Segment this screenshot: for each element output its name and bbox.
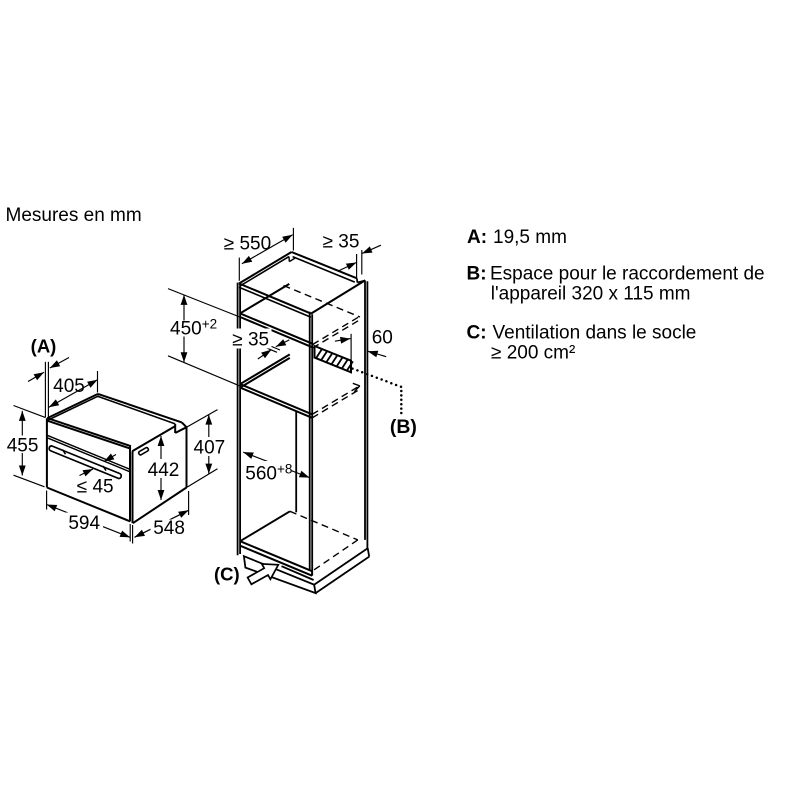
svg-text:A:: A: <box>467 227 487 248</box>
svg-text:407: 407 <box>194 437 226 458</box>
svg-text:≥ 35: ≥ 35 <box>232 330 269 351</box>
svg-text:≥ 200 cm²: ≥ 200 cm² <box>491 343 575 364</box>
svg-text:405: 405 <box>53 376 85 397</box>
svg-text:(B): (B) <box>390 416 417 438</box>
svg-text:455: 455 <box>7 435 39 456</box>
svg-text:594: 594 <box>68 513 100 534</box>
svg-text:≤ 45: ≤ 45 <box>77 476 114 497</box>
svg-text:Ventilation dans le socle: Ventilation dans le socle <box>493 323 697 344</box>
svg-text:Mesures en mm: Mesures en mm <box>6 205 142 226</box>
svg-text:C:: C: <box>467 323 487 344</box>
svg-text:60: 60 <box>372 328 393 349</box>
svg-text:B:: B: <box>467 264 487 285</box>
svg-text:(C): (C) <box>214 564 240 585</box>
svg-text:≥ 550: ≥ 550 <box>224 234 271 255</box>
svg-text:(A): (A) <box>31 336 57 357</box>
svg-text:548: 548 <box>153 518 185 539</box>
svg-text:Espace pour le raccordement de: Espace pour le raccordement de <box>490 264 765 285</box>
svg-text:442: 442 <box>148 460 180 481</box>
svg-text:19,5 mm: 19,5 mm <box>493 227 567 248</box>
svg-text:≥ 35: ≥ 35 <box>323 232 360 253</box>
svg-text:l'appareil 320 x 115 mm: l'appareil 320 x 115 mm <box>491 284 691 305</box>
